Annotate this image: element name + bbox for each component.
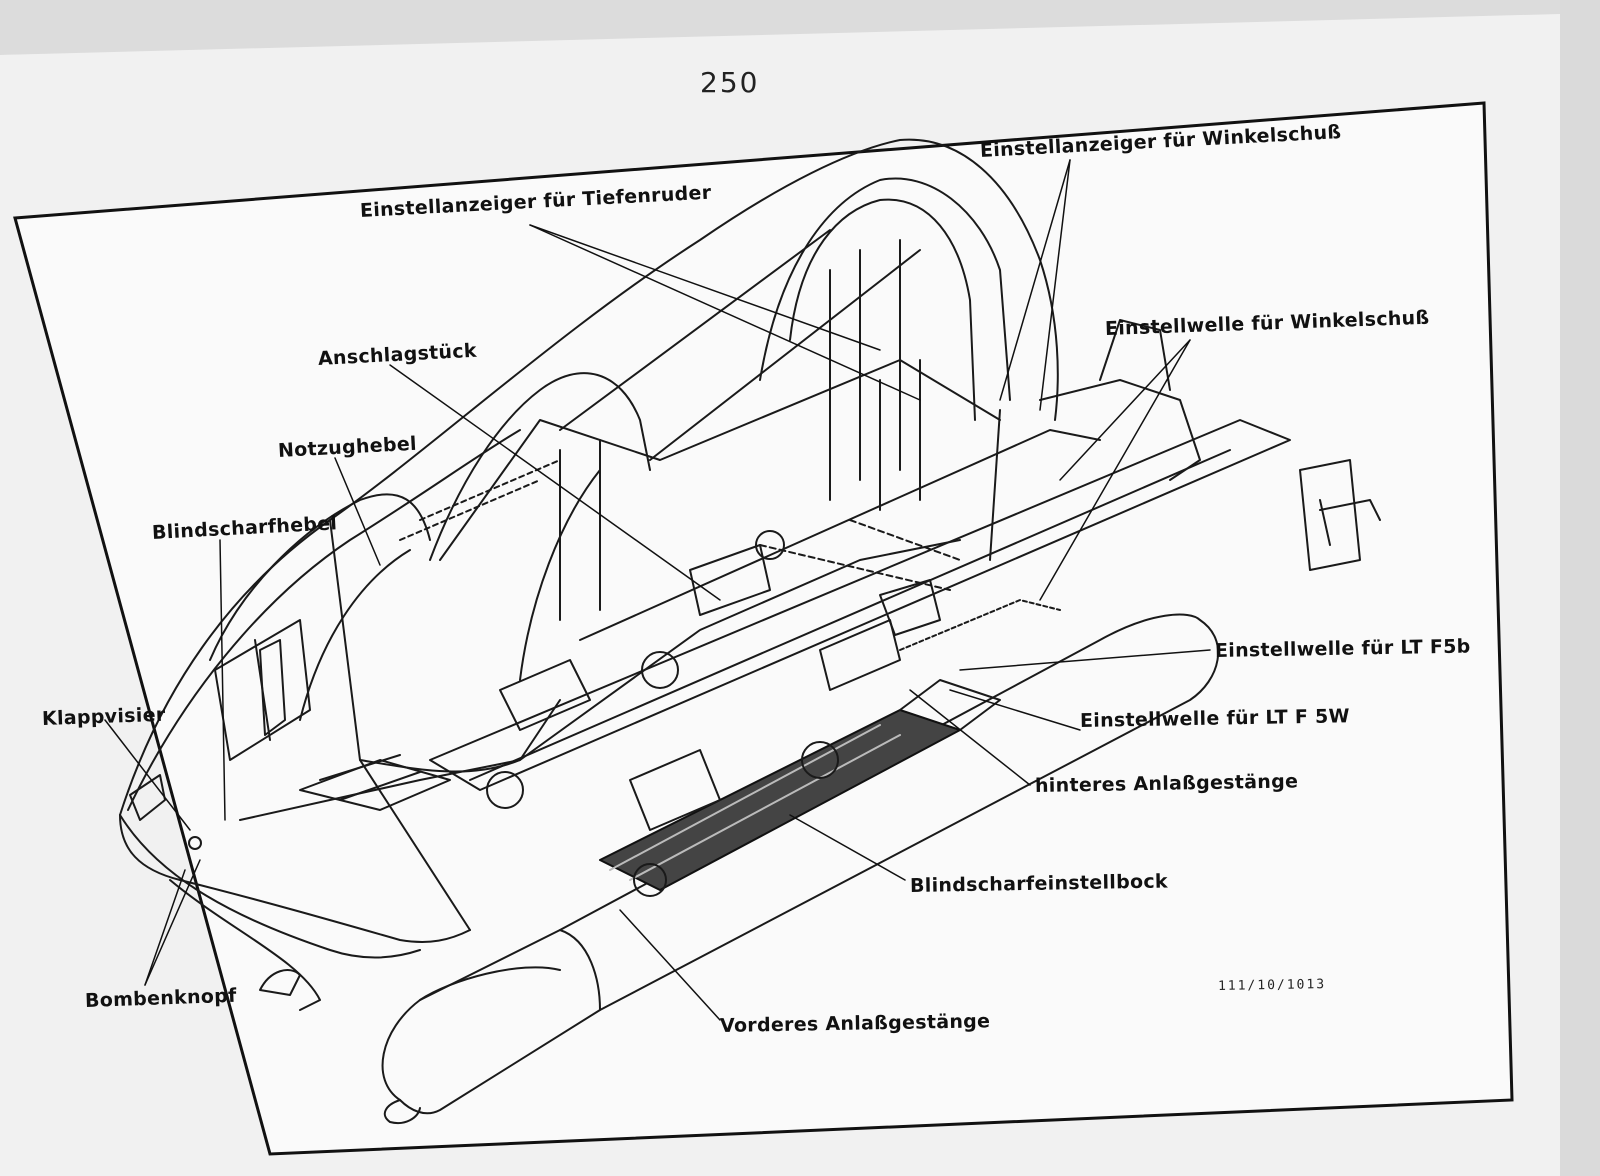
leader-tiefenruder-1 [529,224,921,401]
label-einstellwelle-lt-f5w: Einstellwelle für LT F 5W [1079,705,1351,732]
leader-lt-f5b [959,649,1211,671]
leader-blindscharfeinstellbock [789,814,906,881]
klappvisier [129,774,166,821]
canopy-frame-front [209,493,431,661]
leader-blindscharfhebel [219,539,226,821]
canopy-frame-rear [759,177,1011,401]
figure-frame [13,101,1514,1156]
leader-hinteres-anlass [909,689,1031,786]
page-number: 250 [700,66,760,99]
leader-tiefenruder-2 [529,224,881,351]
label-klappvisier: Klappvisier [41,703,166,730]
leader-winkelschuss-anzeiger-2 [1039,159,1071,411]
leader-notzughebel [334,457,381,566]
hull-outline [119,814,471,943]
leader-lt-f5w [949,689,1081,731]
torpedo [381,613,1219,1115]
leader-winkelschuss-welle-1 [1039,339,1191,601]
label-vorderes-anlassgestaenge: Vorderes Anlaßgestänge [719,1010,991,1037]
leader-winkelschuss-anzeiger-1 [999,159,1071,401]
canopy-outline [119,138,1059,816]
leader-anschlagstueck [389,364,721,601]
rudder-pedal [1299,459,1361,571]
figure-reference-number: 111/10/1013 [1217,977,1327,994]
leader-vorderes-anlass [619,909,721,1021]
torpedo-nose [383,1099,421,1124]
bombenknopf [188,836,202,850]
leader-bombenknopf-1 [144,869,186,986]
leader-bombenknopf-2 [144,859,201,986]
fairing [259,969,301,996]
canopy-frame-mid [429,372,651,561]
label-einstellwelle-lt-f5b: Einstellwelle für LT F5b [1214,635,1471,662]
leader-klappvisier [104,719,191,831]
label-blindscharfeinstellbock: Blindscharfeinstellbock [909,870,1169,897]
linkage-rods [239,539,961,821]
label-hinteres-anlassgestaenge: hinteres Anlaßgestänge [1034,770,1299,797]
leader-winkelschuss-welle-2 [1059,339,1191,481]
